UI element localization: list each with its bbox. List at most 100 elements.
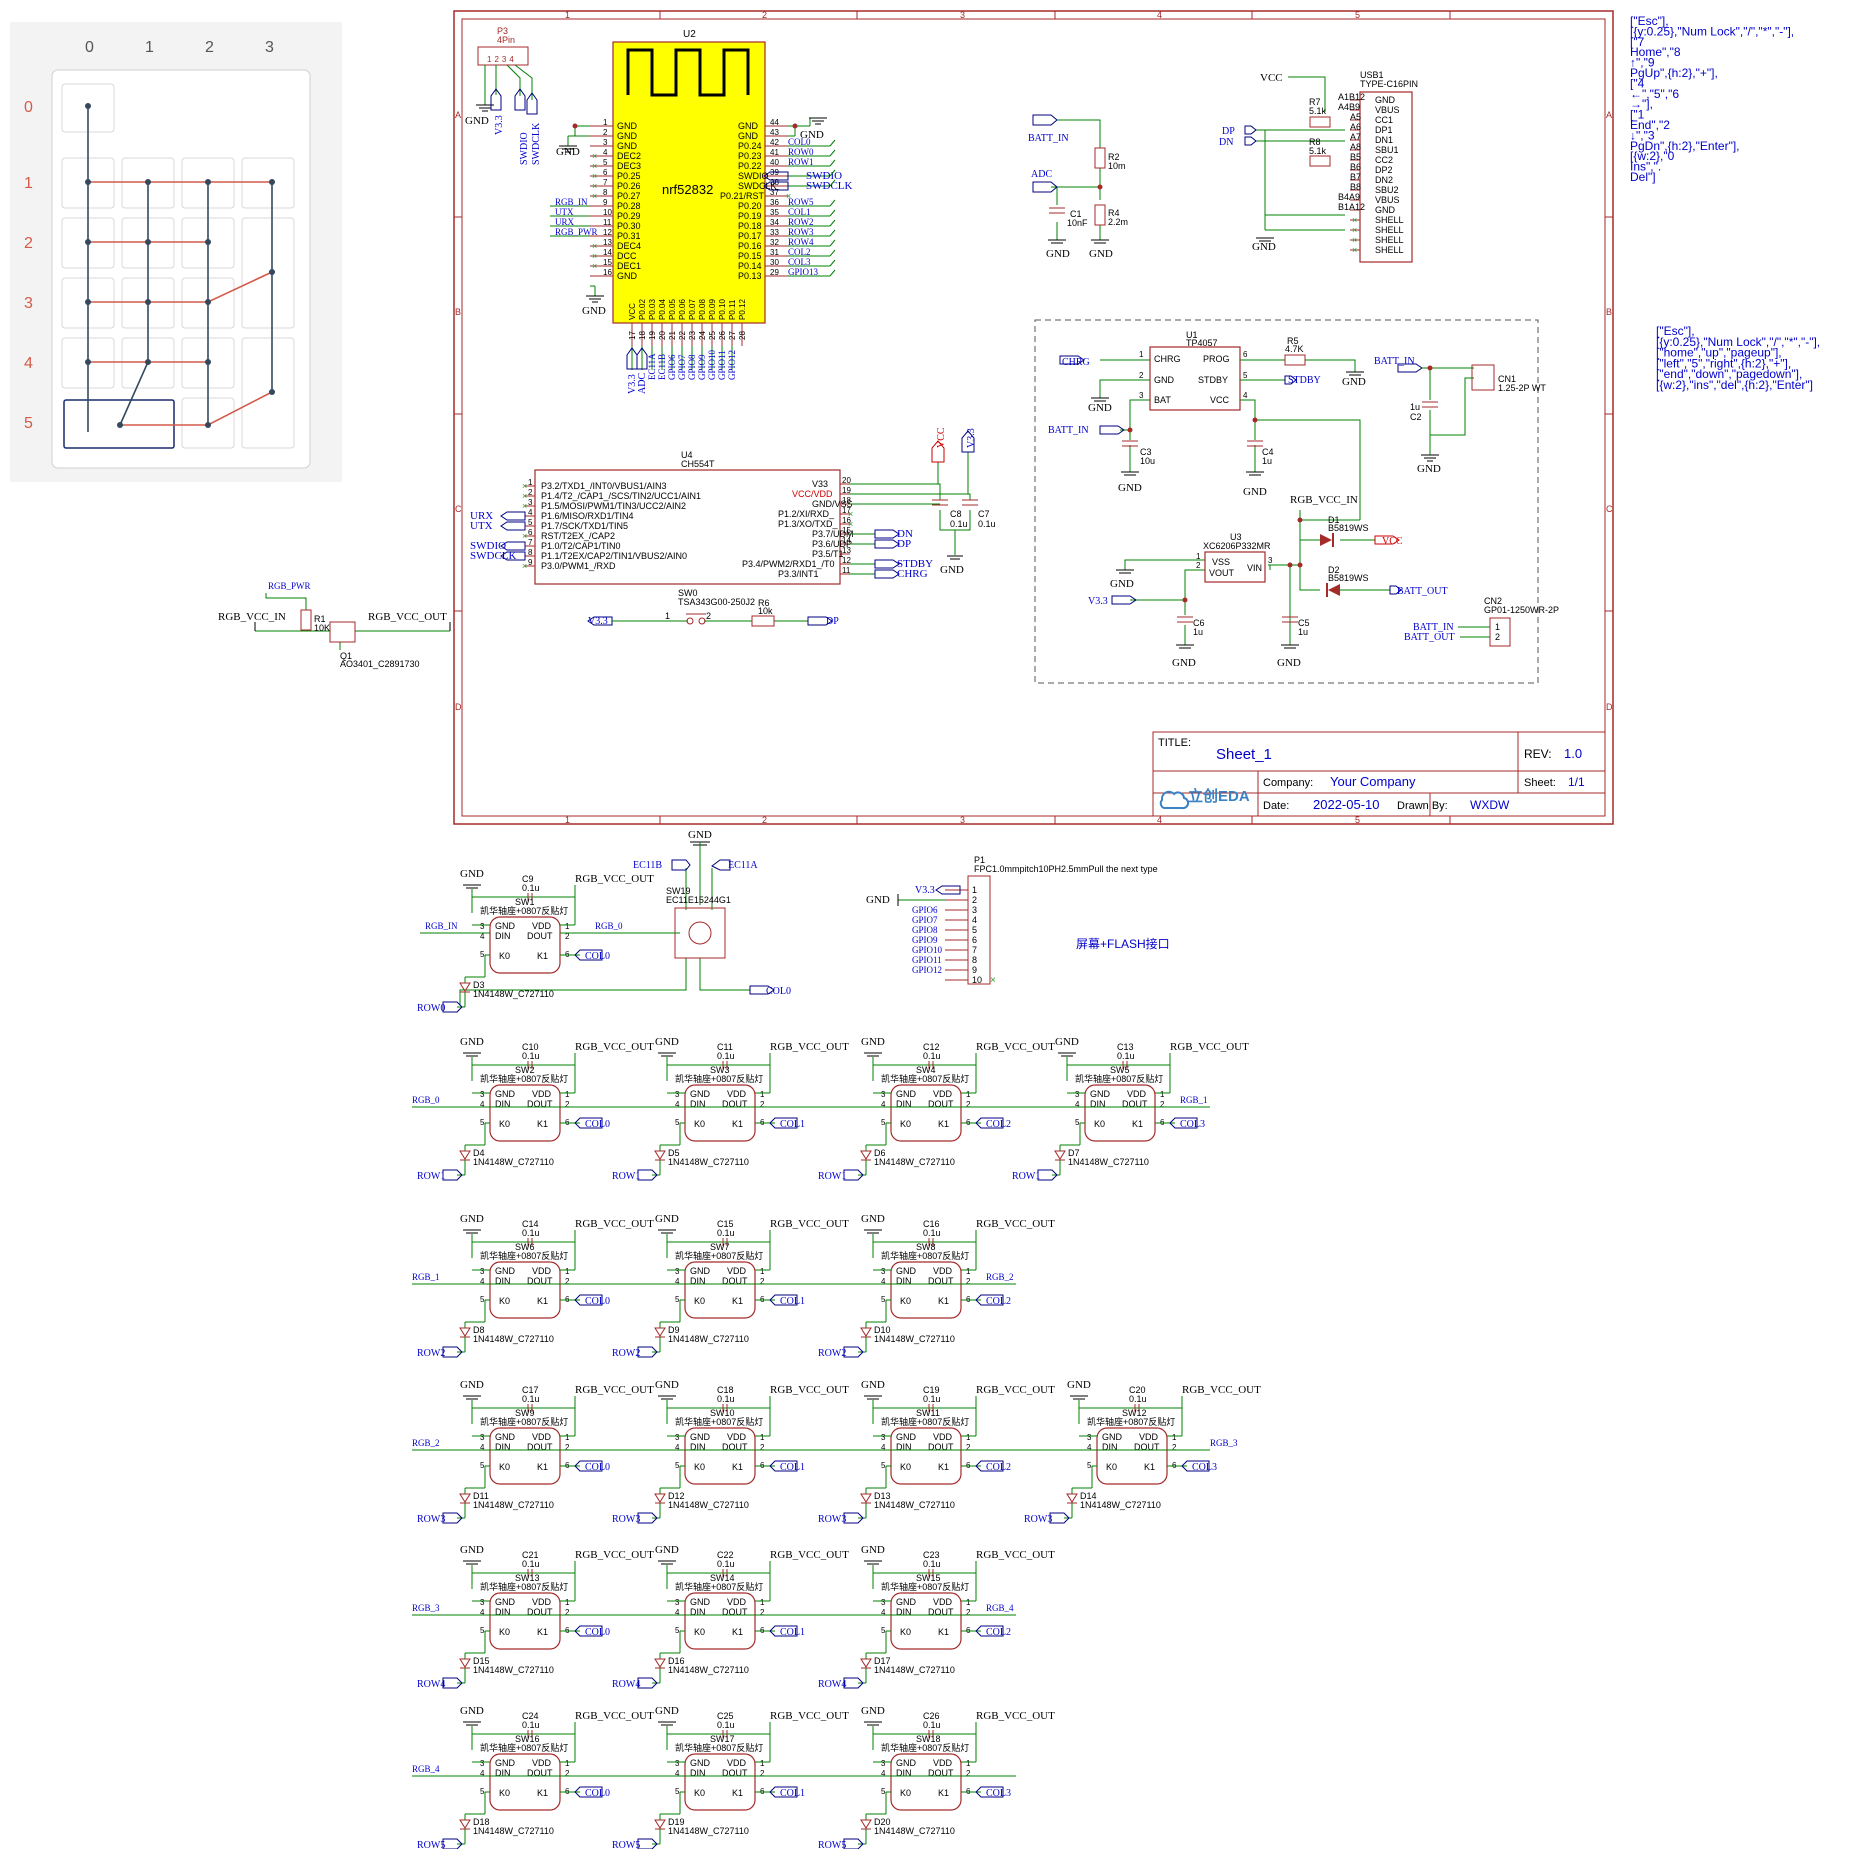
p3-swdclk: SWDCLK	[531, 122, 542, 165]
u4-pin-num: 18	[842, 496, 851, 505]
u2-pin-num: 29	[770, 268, 779, 277]
label: K0	[1094, 1119, 1105, 1129]
diode-value: 1N4148W_C727110	[473, 1665, 554, 1675]
label: 5	[480, 1118, 485, 1127]
usb-pin-name: VBUS	[1375, 195, 1400, 205]
rgb-vcc-out-label: RGB_VCC_OUT	[976, 1710, 1055, 1722]
label: K1	[537, 1462, 548, 1472]
u4-pin-name: P3.4/PWM2/RXD1_/T0	[742, 559, 835, 569]
cn2-ref: CN2	[1484, 596, 1502, 606]
label: GND	[896, 1089, 917, 1099]
row-flag	[442, 1346, 463, 1358]
r7-ref: R7	[1309, 97, 1321, 107]
rev-value: 1.0	[1564, 746, 1582, 761]
p1-pin-num: 10	[972, 975, 982, 985]
switch-footprint: 凯华轴座+0807反贴灯	[480, 1581, 568, 1592]
no-connect-icon: ×	[786, 191, 791, 201]
keypad-row-label: 2	[24, 235, 33, 252]
c4-value: 1u	[1262, 456, 1272, 466]
cap-ref: C22	[717, 1550, 734, 1560]
cap-ref: C9	[522, 874, 534, 884]
label: DIN	[1102, 1442, 1118, 1452]
no-connect-icon: ×	[848, 509, 853, 519]
label: GND	[690, 1266, 711, 1276]
label: 2	[760, 1769, 765, 1778]
u4-v33-label: V3.3	[966, 428, 977, 448]
u2-left-net: UTX	[555, 207, 574, 217]
cap-value: 0.1u	[522, 1394, 540, 1404]
d1-value: B5819WS	[1328, 523, 1369, 533]
date-label: Date:	[1263, 800, 1289, 812]
u4-pin-name: P3.5/T1	[812, 549, 844, 559]
label: 1	[966, 1759, 971, 1768]
diode-value: 1N4148W_C727110	[1068, 1157, 1149, 1167]
rgb-chain-in: RGB_0	[412, 1095, 440, 1105]
rgb-vcc-in-label: RGB_VCC_IN	[1290, 494, 1358, 506]
r5-value: 4.7K	[1285, 344, 1304, 354]
svg-text:GND: GND	[1088, 402, 1112, 414]
u2-bottom-net: GPIO11	[717, 350, 727, 380]
cn2-connector: CN2 GP01-1250WR-2P BATT_IN BATT_OUT 1 2	[1404, 596, 1559, 647]
svg-text:3: 3	[1268, 556, 1273, 565]
label: K0	[499, 1462, 510, 1472]
ldo-diodes: RGB_VCC_IN D1 B5819WS D2 B5819WS VCC BAT…	[1088, 494, 1448, 669]
label: 2	[966, 1608, 971, 1617]
diode-ref: D9	[668, 1325, 680, 1335]
label: 2	[966, 1769, 971, 1778]
u4-pin-num: 14	[842, 536, 851, 545]
label: 5	[675, 1295, 680, 1304]
frame-row-mark: C	[455, 504, 462, 514]
row-flag	[1037, 1169, 1058, 1181]
switch-body	[684, 1592, 756, 1650]
q1-right-net: RGB_VCC_OUT	[368, 611, 447, 623]
keypad-col-label: 1	[145, 39, 154, 56]
u2-pin-name: GND	[617, 271, 638, 281]
u4-value: CH554T	[681, 459, 715, 469]
cap-ref: C25	[717, 1711, 734, 1721]
col-flag	[574, 1625, 603, 1637]
label: 2	[1172, 1443, 1177, 1452]
keypad-col-label: 2	[205, 39, 214, 56]
u2-bottom-net: GPIO7	[677, 354, 687, 380]
frame-col-mark: 4	[1157, 10, 1162, 20]
cap-value: 0.1u	[923, 1559, 941, 1569]
u2-bottom-net: GPIO10	[707, 349, 717, 380]
label: DIN	[495, 1099, 511, 1109]
switch-body	[489, 1084, 561, 1142]
frame-col-mark: 3	[960, 10, 965, 20]
label: 4	[675, 1608, 680, 1617]
gnd-label: GND	[460, 868, 484, 880]
c6-value: 1u	[1193, 627, 1203, 637]
net-flag	[935, 885, 961, 895]
svg-text:GND: GND	[1110, 578, 1134, 590]
usb-pin-num: B1A12	[1338, 202, 1365, 212]
json-line-1: ["Esc"],	[1630, 14, 1669, 28]
row-net: ROW4	[612, 1679, 640, 1690]
label: 4	[675, 1100, 680, 1109]
rgb-vcc-out-label: RGB_VCC_OUT	[1170, 1041, 1249, 1053]
cap-value: 0.1u	[923, 1394, 941, 1404]
u2-pin-name: P0.26	[617, 181, 641, 191]
u2-pin-name: P0.27	[617, 191, 641, 201]
c3-value: 10u	[1140, 456, 1155, 466]
label: 3	[480, 1598, 485, 1607]
u2-pin-num: 28	[738, 331, 747, 340]
switch-ref: SW4	[916, 1065, 936, 1075]
d1-ref: D1	[1328, 515, 1340, 525]
usb-pin-num: B6	[1350, 162, 1361, 172]
usb-pin-name: CC2	[1375, 155, 1393, 165]
usb-pin-name: SBU2	[1375, 185, 1399, 195]
rgb-vcc-out-label: RGB_VCC_OUT	[575, 1384, 654, 1396]
u2-pin-name: P0.25	[617, 171, 641, 181]
label: DOUT	[722, 1099, 748, 1109]
switch-ref: SW17	[710, 1734, 735, 1744]
usb-pin-name: SHELL	[1375, 235, 1404, 245]
gnd-label: GND	[460, 1544, 484, 1556]
cap-value: 0.1u	[522, 883, 540, 893]
company-value: Your Company	[1330, 774, 1416, 789]
r1-value: 10K	[314, 623, 330, 633]
json-line-1: ["1	[1630, 108, 1645, 122]
label: K0	[499, 951, 510, 961]
no-connect-icon: ×	[592, 181, 597, 191]
